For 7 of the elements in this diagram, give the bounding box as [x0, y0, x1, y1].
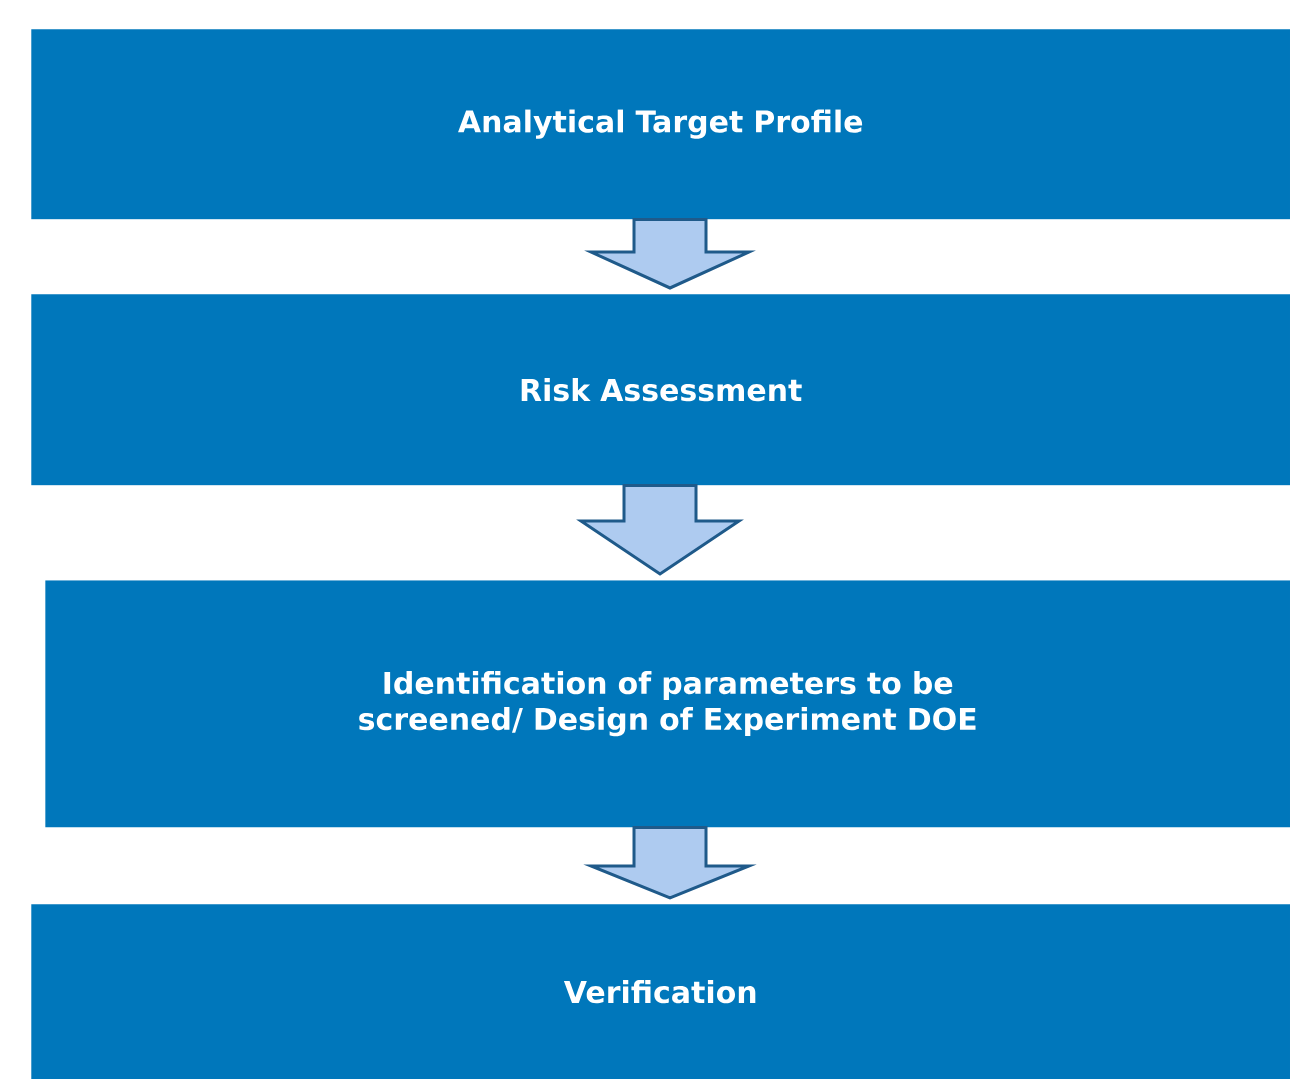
process-box: Analytical Target Profile — [31, 29, 1290, 220]
process-box: Identification of parameters to be screened/ Design of Experiment DOE — [45, 580, 1290, 828]
process-box: Verification — [31, 904, 1290, 1079]
block-arrow — [584, 217, 756, 290]
block-arrow — [583, 825, 757, 900]
process-box: Risk Assessment — [31, 294, 1290, 486]
block-arrow — [576, 483, 744, 576]
